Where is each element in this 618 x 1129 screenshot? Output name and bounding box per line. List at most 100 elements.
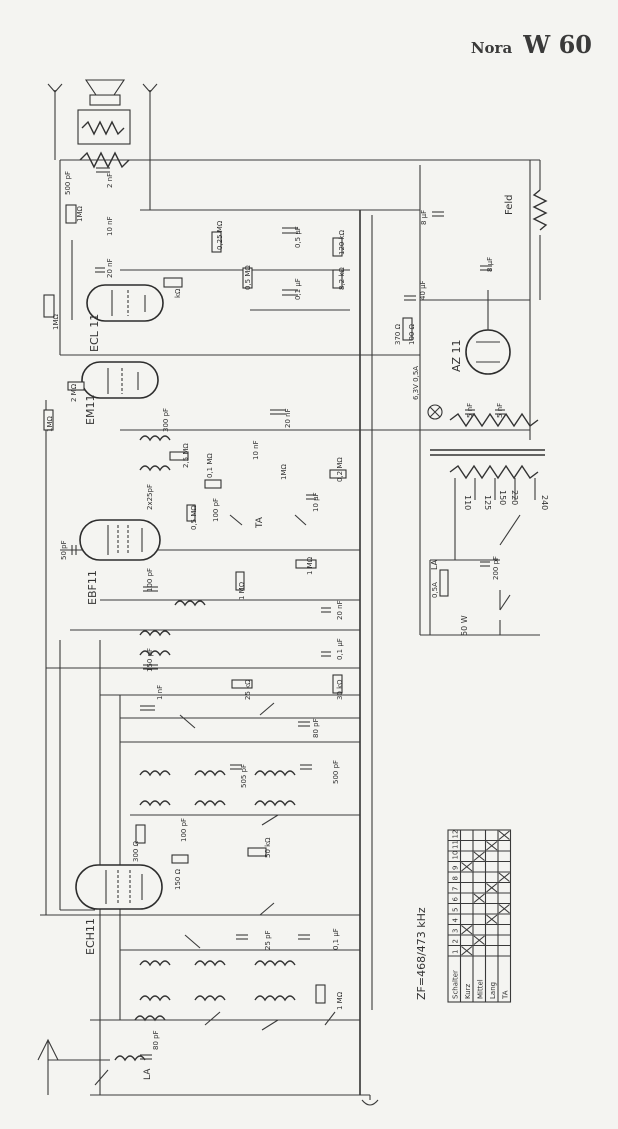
component-value-2: 1MΩ	[76, 206, 84, 222]
mains-tap-150: 150	[498, 490, 507, 505]
switch-mark-lang-11	[486, 841, 498, 851]
loudspeaker	[47, 79, 158, 210]
tube-label-ech11: ECH11	[84, 918, 97, 955]
switch-number-8: 8	[452, 876, 460, 880]
component-value-47: 150 Ω	[174, 868, 182, 890]
component-value-10: 120 kΩ	[338, 229, 346, 255]
component-value-17: 100 Ω	[408, 323, 416, 345]
component-value-13: 0,5 MΩ	[244, 265, 252, 290]
switch-mark-lang-7	[486, 883, 498, 893]
component-value-11: 0,1 µF	[294, 278, 302, 300]
component-value-28: 10 µF	[312, 492, 320, 512]
switch-mark-lang-4	[486, 914, 498, 924]
brand-name: Nora	[470, 39, 513, 57]
component-value-9: 0,5 µF	[294, 226, 302, 248]
component-value-14: 8 µF	[420, 210, 428, 225]
component-value-23: 2,5 MΩ	[182, 443, 190, 468]
switch-number-1: 1	[452, 950, 460, 954]
component-value-12: 8,2 kΩ	[338, 267, 346, 290]
switch-mark-kurz-3	[461, 925, 473, 935]
component-value-44: 500 pF	[332, 760, 340, 784]
component-value-18: 8 µF	[486, 257, 494, 272]
mains-fuse: 0,5A LA	[430, 559, 449, 598]
switch-mark-ta-8	[498, 872, 510, 882]
la-label-antenna: LA	[143, 1068, 153, 1080]
tube-labels: ECL 11 EM11 EBF11 ECH11 AZ 11	[84, 314, 463, 955]
component-value-30: 100 pF	[212, 498, 220, 522]
field-coil-label: Feld	[504, 195, 515, 215]
switch-number-12: 12	[452, 830, 460, 839]
component-value-54: 5 nF	[496, 403, 504, 418]
component-value-51: 1 MΩ	[336, 991, 344, 1010]
component-value-7: kΩ	[174, 288, 182, 298]
switch-number-11: 11	[452, 840, 460, 849]
component-value-53: 5 nF	[466, 403, 474, 418]
switch-mark-ta-12	[498, 830, 510, 840]
component-value-25: 10 nF	[252, 440, 260, 460]
component-value-1: 500 pF	[64, 171, 72, 195]
component-value-41: 1 nF	[156, 685, 164, 700]
component-value-48: 100 pF	[180, 818, 188, 842]
component-value-26: 1MΩ	[280, 464, 288, 480]
tube-az11	[465, 290, 511, 375]
component-value-labels: 500 pF 1MΩ 2 nF 10 nF 20 nF 1MΩ kΩ 0,25 MΩ 0,5 µ…	[46, 171, 504, 1050]
component-value-42: 80 pF	[312, 718, 320, 738]
switch-mark-kurz-9	[461, 862, 473, 872]
component-value-35: 1 MΩ	[306, 556, 314, 575]
component-value-3: 2 nF	[106, 173, 114, 188]
component-value-5: 20 nF	[106, 258, 114, 278]
antenna-terminal	[37, 1038, 110, 1095]
component-value-27: 0,2 MΩ	[336, 457, 344, 482]
component-value-29: 0,5 MΩ	[190, 505, 198, 530]
component-value-36: 20 nF	[336, 600, 344, 620]
component-value-37: 150 pF	[146, 648, 154, 672]
ta-input-label: TA	[255, 516, 265, 529]
component-value-15: 40 µF	[419, 280, 427, 300]
switch-mark-ta-5	[498, 904, 510, 914]
fuse-label: 0,5A	[431, 582, 439, 598]
component-value-22: 20 nF	[284, 408, 292, 428]
component-value-49: 25 pF	[264, 930, 272, 950]
component-value-8: 0,25 MΩ	[216, 220, 224, 250]
component-value-39: 30 kΩ	[336, 679, 344, 700]
component-value-32: 50 pF	[60, 540, 68, 560]
component-value-40: 25 kΩ	[244, 679, 252, 700]
switch-number-10: 10	[452, 851, 460, 860]
tube-label-ecl11: ECL 11	[88, 314, 101, 352]
component-value-52: 200 pF	[492, 556, 500, 580]
component-value-24: 0,1 MΩ	[206, 453, 214, 478]
la-label-mains: LA	[430, 559, 439, 570]
tube-em11	[81, 361, 159, 399]
component-value-21: 300 pF	[162, 408, 170, 432]
ground-symbol	[361, 1095, 379, 1106]
mains-tap-240: 240	[540, 495, 549, 510]
pilot-lamp: 6,3V 0,5A	[412, 366, 443, 420]
switch-number-6: 6	[452, 897, 460, 902]
switch-number-5: 5	[452, 908, 460, 912]
component-value-38: 0,1 µF	[336, 638, 344, 660]
switch-row-kurz: Kurz	[464, 983, 472, 999]
switch-number-4: 4	[452, 918, 460, 923]
power-transformer: 110 125 150 220 240	[430, 412, 549, 560]
switch-number-2: 2	[452, 939, 460, 943]
bus-wires	[40, 159, 540, 1096]
component-value-50: 0,1 µF	[332, 928, 340, 950]
mains-tap-220: 220	[510, 490, 519, 505]
component-value-20: 1MΩ	[46, 416, 54, 432]
switch-number-7: 7	[452, 887, 460, 891]
if-coils	[114, 435, 296, 1062]
field-coil: Feld	[504, 160, 548, 300]
tube-ebf11	[79, 519, 161, 561]
switch-mark-mittel-6	[473, 893, 485, 903]
component-value-16: 370 Ω	[394, 323, 402, 345]
tube-label-ebf11: EBF11	[86, 570, 99, 605]
component-value-6: 1MΩ	[52, 314, 60, 330]
component-value-19: 2 MΩ	[70, 383, 78, 402]
component-value-55: 80 pF	[152, 1030, 160, 1050]
tube-ech11	[75, 864, 163, 910]
component-value-31: 2x25pF	[146, 484, 154, 510]
switch-number-3: 3	[452, 929, 460, 933]
component-value-43: 505 pF	[240, 764, 248, 788]
